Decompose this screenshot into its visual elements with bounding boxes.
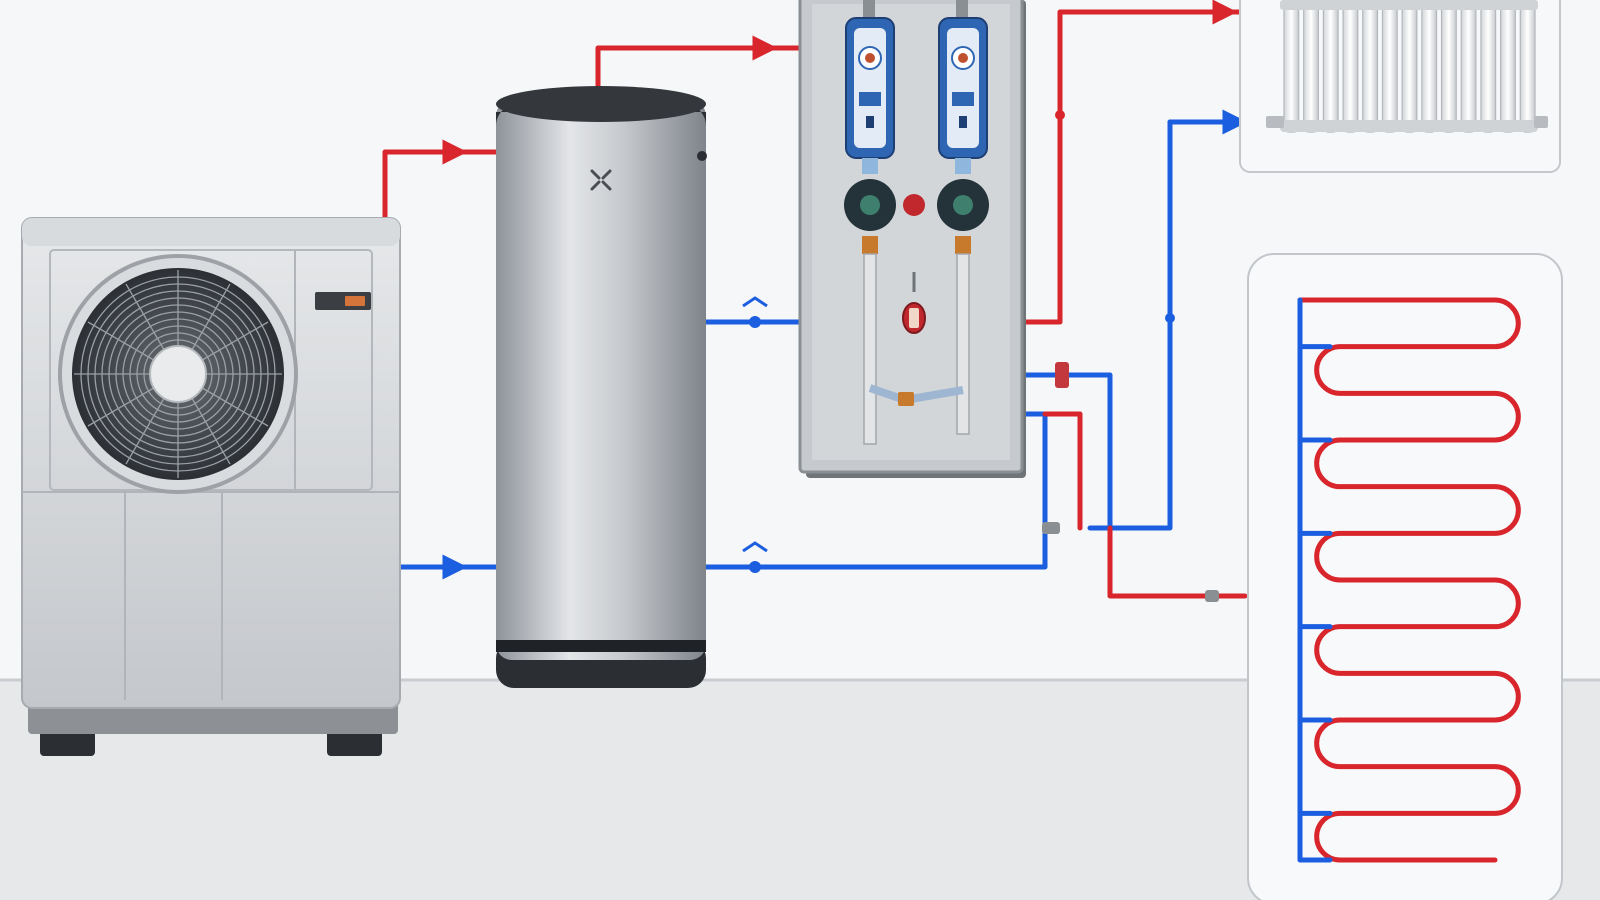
tank-body [496, 100, 706, 660]
left-connector-top [863, 0, 875, 20]
fan-hub [149, 345, 207, 403]
tank-top-rim [496, 86, 706, 122]
radiator-fin [1303, 0, 1319, 133]
floor-loop-panel [1247, 253, 1563, 900]
left-pump-rotor [860, 195, 880, 215]
radiator-fin [1401, 0, 1418, 133]
fitting-cold-riser [1165, 313, 1175, 323]
center-red-valve [903, 194, 925, 216]
radiator-fin [1421, 0, 1438, 133]
radiator-fin [1519, 0, 1536, 133]
station-right-column [937, 0, 989, 435]
fan-grille-spoke [125, 283, 165, 351]
fan-grille-spoke [201, 387, 269, 427]
radiator-fins [1283, 0, 1536, 133]
fan-grille-spoke [125, 397, 165, 465]
radiator-fin [1460, 0, 1477, 133]
right-indicator [959, 116, 967, 128]
radiator-top-header [1280, 0, 1538, 10]
radiator-fin [1480, 0, 1497, 133]
heat-pump-upper-panel [49, 249, 373, 491]
right-pump-rotor [953, 195, 973, 215]
right-connector-top [956, 0, 968, 20]
fan-grille-spoke [87, 321, 155, 361]
radiator-fin [1440, 0, 1457, 133]
pipe-fittings [742, 110, 1219, 602]
radiator-fin [1381, 0, 1398, 133]
heat-pump-outdoor-unit [21, 217, 401, 756]
fan-grille-spoke [87, 387, 155, 427]
left-pipe-vertical [863, 253, 877, 445]
radiator-fin [1322, 0, 1339, 133]
right-brass-nut [955, 236, 971, 254]
tank-bottom-band [496, 640, 706, 652]
heat-pump-nameplate-glint [345, 296, 365, 306]
cold-pipe-radiator-to-junction [1087, 119, 1173, 531]
radiator-fin [1283, 0, 1300, 133]
fan-icon [74, 270, 282, 478]
floor-loop-hot-coil [1297, 297, 1521, 863]
right-thermometer-dot [958, 53, 968, 63]
hot-pipe-station-to-floor [1042, 411, 1248, 599]
radiator-bottom-header [1280, 120, 1538, 132]
right-gauge-neck [955, 158, 971, 174]
station-bypass-fitting [898, 392, 914, 406]
fitting-station-mix [1055, 362, 1069, 388]
fan-grille-spoke [191, 397, 231, 465]
right-pipe-vertical [956, 253, 970, 435]
center-pressure-valve [902, 272, 926, 334]
left-thermometer-dot [865, 53, 875, 63]
fitting-cold-lower [749, 561, 761, 573]
fan-grille-spoke [191, 283, 231, 351]
fitting-cold-upper [749, 316, 761, 328]
fitting-cold-lower-cap [742, 541, 768, 553]
fitting-cold-upper-cap [742, 296, 768, 308]
floor-loop-coil [1297, 297, 1521, 863]
fitting-junction [1042, 522, 1060, 534]
left-display [859, 92, 881, 106]
heat-pump-top-lip [22, 218, 400, 246]
floor-loop-cold-return [1297, 297, 1333, 863]
radiator-fin [1342, 0, 1359, 133]
radiator-fin [1362, 0, 1379, 133]
fan-grille-spoke [201, 321, 269, 361]
radiator-valve-right [1534, 116, 1548, 128]
tank-side-port [697, 151, 707, 161]
hydraulic-station [798, 0, 1026, 478]
hot-pipe-hp-to-tank [382, 139, 468, 225]
fitting-hot-riser [1055, 110, 1065, 120]
hot-pipe-tank-to-station [595, 35, 778, 95]
buffer-tank [496, 86, 707, 688]
right-display [952, 92, 974, 106]
underfloor-heating-loop [1247, 253, 1563, 900]
x-logo-icon [590, 169, 612, 191]
left-indicator [866, 116, 874, 128]
fitting-floor-inlet [1205, 590, 1219, 602]
radiator-fin [1500, 0, 1516, 133]
left-gauge-neck [862, 158, 878, 174]
left-brass-nut [862, 236, 878, 254]
radiator-valve-left [1266, 116, 1284, 128]
radiator [1239, 0, 1561, 173]
station-left-column [844, 0, 896, 445]
